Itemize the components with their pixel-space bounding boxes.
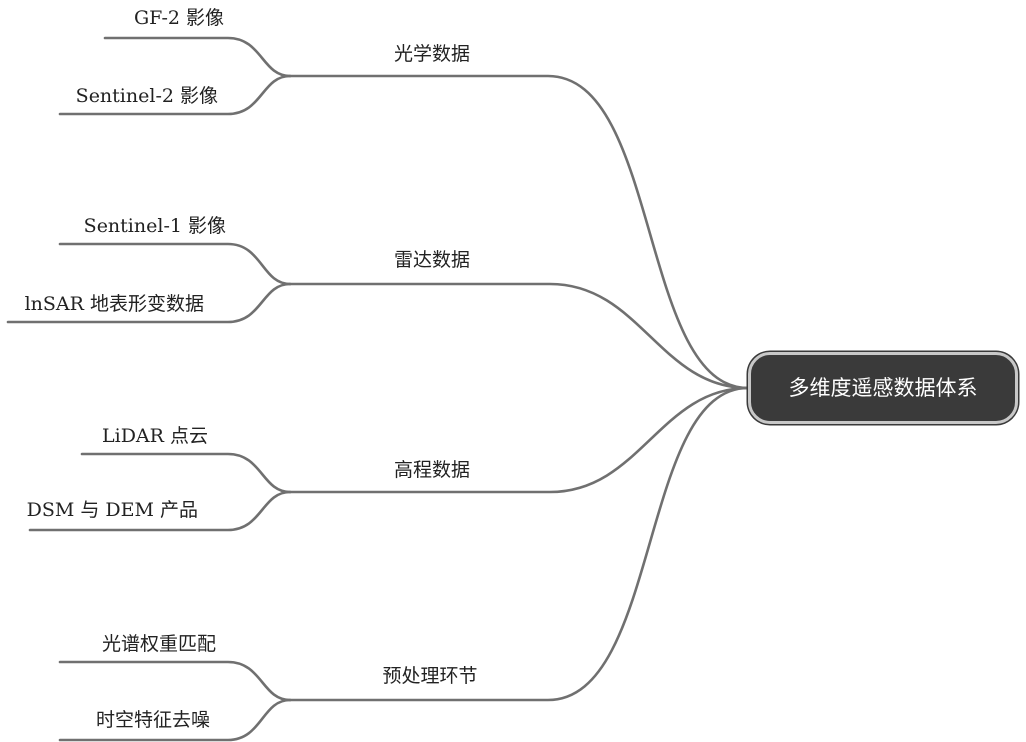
connector-root-branch-elevation [288, 386, 750, 494]
leaf-label-dsm-dem: DSM 与 DEM 产品 [26, 499, 198, 521]
leaf-label-sentinel1: Sentinel-1 影像 [83, 215, 226, 237]
branch-label-preprocess: 预处理环节 [382, 665, 478, 687]
root-node: 多维度遥感数据体系 [748, 352, 1018, 424]
connector-leaf-sentinel2 [58, 74, 292, 116]
connector-leaf-insar [6, 282, 292, 324]
leaf-label-gf2: GF-2 影像 [133, 7, 224, 29]
leaf-label-insar: lnSAR 地表形变数据 [24, 293, 204, 315]
leaf-label-denoise: 时空特征去噪 [95, 709, 210, 731]
branch-label-optical: 光学数据 [393, 43, 471, 65]
connector-root-branch-preprocess [288, 386, 750, 702]
connector-leaf-lidar [80, 452, 292, 494]
branch-label-radar: 雷达数据 [393, 249, 471, 271]
root-label: 多维度遥感数据体系 [788, 376, 978, 400]
connector-leaf-spectral-weight [58, 660, 292, 702]
connector-leaf-gf2 [103, 36, 292, 78]
leaf-label-lidar: LiDAR 点云 [102, 425, 208, 447]
branch-label-elevation: 高程数据 [393, 459, 471, 481]
connector-leaf-denoise [58, 698, 292, 742]
leaf-label-sentinel2: Sentinel-2 影像 [75, 85, 218, 107]
connector-root-branch-optical [288, 74, 750, 390]
connector-root-branch-radar [288, 282, 750, 390]
connector-leaf-dsm-dem [28, 490, 292, 532]
leaf-label-spectral-weight: 光谱权重匹配 [101, 633, 216, 655]
connector-leaf-sentinel1 [58, 242, 292, 286]
